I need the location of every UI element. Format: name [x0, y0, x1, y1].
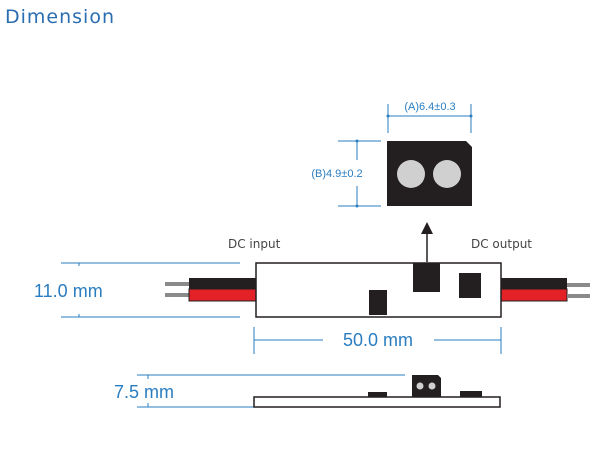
- input-wire-red: [188, 288, 258, 302]
- width-tick-left: [386, 114, 390, 118]
- module-length-label: 50.0 mm: [343, 330, 413, 350]
- module-height-label: 11.0 mm: [34, 281, 103, 301]
- component-2: [459, 273, 481, 298]
- output-wire-red: [500, 288, 568, 302]
- dc-input-label: DC input: [228, 237, 281, 251]
- output-wire-tip-red: [567, 294, 590, 298]
- connector-pin-1: [397, 160, 425, 188]
- height-tick-top: [355, 139, 359, 143]
- component-1: [369, 290, 387, 315]
- module-thickness-label: 7.5 mm: [114, 382, 174, 402]
- connector-detail: (A)6.4±0.3 (B)4.9±0.2: [311, 101, 473, 208]
- section-title: Dimension: [5, 6, 115, 28]
- detail-arrow: [421, 222, 433, 262]
- side-view: 7.5 mm: [114, 374, 501, 408]
- side-board: [253, 396, 501, 408]
- connector-width-label: (A)6.4±0.3: [404, 101, 455, 113]
- arrow-head-icon: [421, 222, 433, 234]
- side-connector: [412, 375, 441, 397]
- side-component-2: [460, 391, 482, 397]
- top-view: DC input DC output 11.0 mm 50.0 mm: [34, 237, 590, 354]
- side-pin-2: [428, 382, 436, 390]
- output-wire-tip-black: [567, 283, 590, 287]
- side-component-1: [368, 392, 387, 397]
- side-pin-1: [416, 382, 424, 390]
- connector-component: [413, 263, 440, 292]
- width-tick-right: [469, 114, 473, 118]
- input-wire-tip-red: [165, 293, 189, 297]
- height-tick-bottom: [355, 204, 359, 208]
- connector-body: [387, 141, 472, 206]
- connector-height-label: (B)4.9±0.2: [311, 168, 362, 180]
- connector-pin-2: [433, 160, 461, 188]
- input-wire-tip-black: [165, 282, 189, 286]
- output-wire-black: [501, 278, 567, 289]
- input-wire-black: [189, 278, 257, 289]
- dc-output-label: DC output: [471, 237, 532, 251]
